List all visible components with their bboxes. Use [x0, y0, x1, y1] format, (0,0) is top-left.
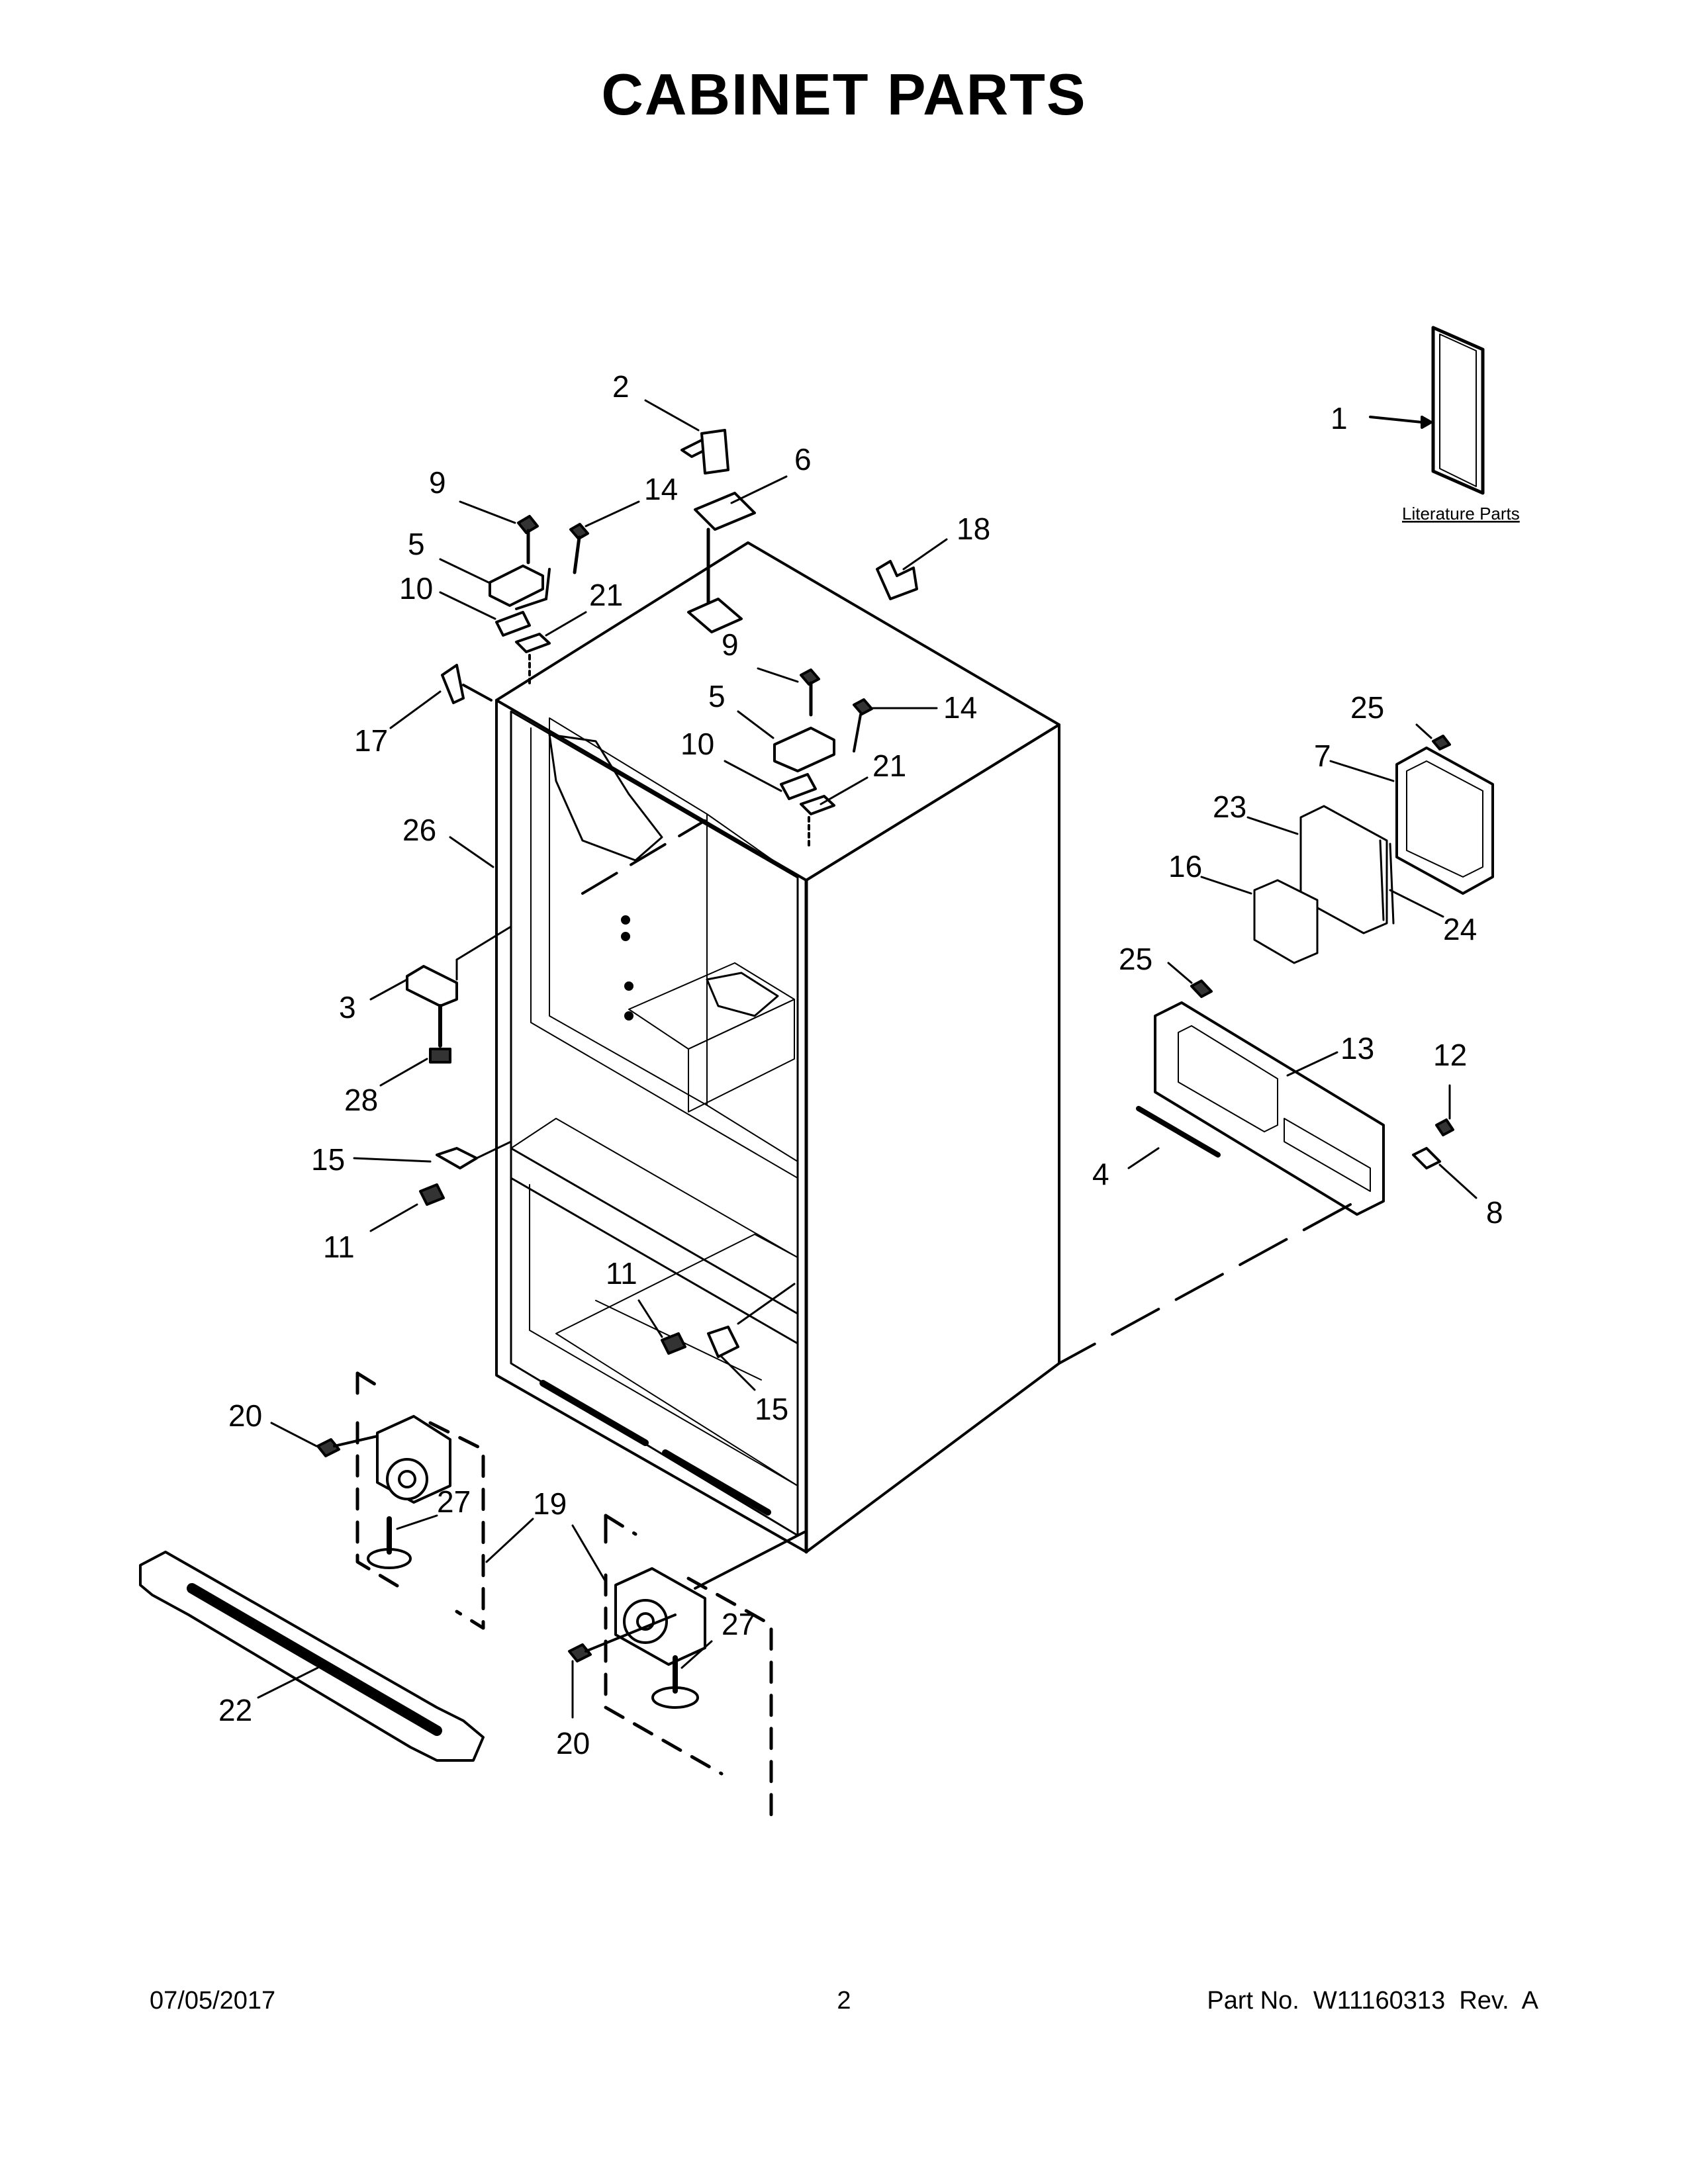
- base-grille: [139, 1551, 485, 1762]
- footer-part-number: Part No. W11160313 Rev. A: [1207, 1987, 1538, 2015]
- left-roller-assembly: [316, 1371, 485, 1630]
- callout-21-left: 21: [589, 578, 623, 612]
- callout-9-left: 9: [429, 465, 446, 500]
- callout-4: 4: [1092, 1157, 1109, 1191]
- callout-8: 8: [1486, 1195, 1503, 1230]
- right-roller-assembly: [568, 1514, 806, 1819]
- part-18-clip: [876, 560, 918, 600]
- callout-10-left: 10: [399, 571, 433, 606]
- callout-25-mid: 25: [1119, 942, 1152, 976]
- callout-6: 6: [794, 442, 812, 477]
- callout-24: 24: [1443, 912, 1477, 946]
- callout-20-left: 20: [228, 1398, 262, 1433]
- door-stop-bracket: [406, 819, 706, 1064]
- callout-5-right: 5: [708, 679, 726, 713]
- callout-22: 22: [218, 1693, 252, 1727]
- callout-17: 17: [354, 723, 388, 758]
- mid-left-bracket: [419, 1140, 512, 1206]
- callout-21-right: 21: [872, 749, 906, 783]
- callout-27-left: 27: [437, 1484, 471, 1519]
- callout-9-right: 9: [722, 627, 739, 662]
- callout-11-left: 11: [323, 1230, 355, 1264]
- callout-5-left: 5: [408, 527, 425, 561]
- callout-14-right: 14: [943, 690, 977, 725]
- footer-date: 07/05/2017: [150, 1987, 276, 2015]
- callout-1: 1: [1331, 401, 1348, 435]
- callout-19: 19: [533, 1486, 567, 1521]
- page-title: CABINET PARTS: [601, 62, 1087, 127]
- callout-27-right: 27: [722, 1607, 755, 1641]
- callout-numbers: 1 2 3 4 5 5 6 7 8 9 9 10 10 11 11 12 13 …: [218, 369, 1503, 1760]
- callout-20-right: 20: [556, 1726, 590, 1760]
- callout-leaders: [257, 399, 1477, 1719]
- center-top-hinge: [680, 429, 756, 633]
- callout-25-top: 25: [1350, 690, 1384, 725]
- control-panel-assembly: [1253, 735, 1494, 964]
- footer-page-number: 2: [837, 1987, 851, 2015]
- callout-28: 28: [344, 1083, 378, 1117]
- callout-26: 26: [402, 813, 436, 847]
- callout-2: 2: [612, 369, 630, 404]
- callout-15-left: 15: [311, 1142, 345, 1177]
- callout-14-left: 14: [644, 472, 678, 506]
- rear-access-panel: [1058, 979, 1454, 1365]
- callout-12: 12: [1433, 1038, 1467, 1072]
- callout-15-center: 15: [755, 1392, 788, 1426]
- callout-18: 18: [957, 512, 990, 546]
- left-top-hinge: [489, 515, 589, 686]
- callout-16: 16: [1168, 849, 1202, 884]
- part-17-bracket: [441, 664, 465, 704]
- callout-23: 23: [1213, 790, 1246, 824]
- callout-7: 7: [1314, 739, 1331, 773]
- callout-13: 13: [1340, 1031, 1374, 1066]
- callout-11-center: 11: [606, 1256, 637, 1291]
- callout-10-right: 10: [680, 727, 714, 761]
- callout-3: 3: [339, 990, 356, 1024]
- literature-book-icon: [1369, 326, 1485, 495]
- literature-parts-label: Literature Parts: [1402, 504, 1520, 523]
- lower-center-bracket: [661, 1283, 796, 1358]
